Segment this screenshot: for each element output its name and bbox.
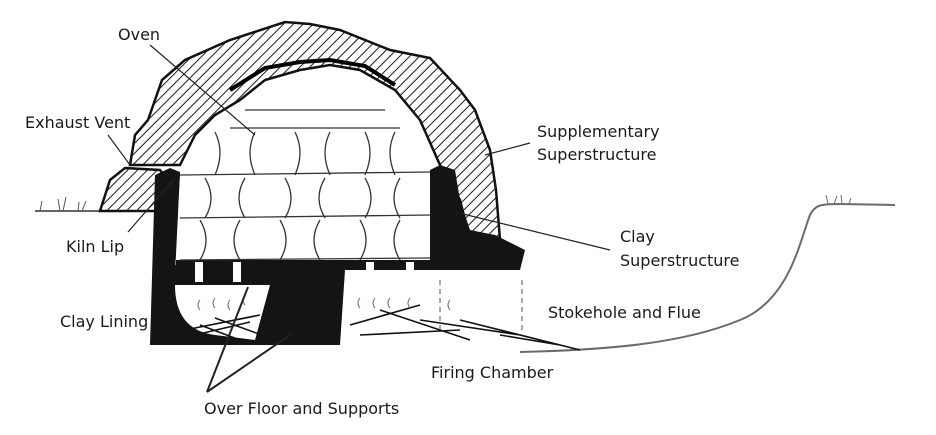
leader-kiln-lip [127, 177, 176, 233]
label-supplementary-line2: Superstructure [537, 145, 656, 164]
leader-lines [107, 44, 611, 393]
label-over-floor-supports: Over Floor and Supports [204, 399, 399, 418]
label-clay-superstructure-line1: Clay [620, 227, 655, 246]
leader-oven [149, 44, 256, 136]
label-kiln-lip: Kiln Lip [66, 237, 124, 256]
leader-clay-superstructure [454, 211, 611, 251]
oven-pot-stack [179, 109, 431, 261]
label-clay-lining: Clay Lining [60, 312, 148, 331]
leader-over-floor-1 [206, 286, 249, 393]
label-firing-chamber: Firing Chamber [431, 363, 554, 382]
leader-exhaust-vent [107, 134, 131, 166]
label-supplementary-line1: Supplementary [537, 122, 660, 141]
label-stokehole-flue: Stokehole and Flue [548, 303, 701, 322]
leader-over-floor-2 [206, 334, 291, 393]
leader-supplementary [484, 142, 531, 156]
ground-right [519, 194, 896, 353]
label-exhaust-vent: Exhaust Vent [25, 113, 130, 132]
label-oven: Oven [118, 25, 160, 44]
label-clay-superstructure-line2: Superstructure [620, 251, 739, 270]
